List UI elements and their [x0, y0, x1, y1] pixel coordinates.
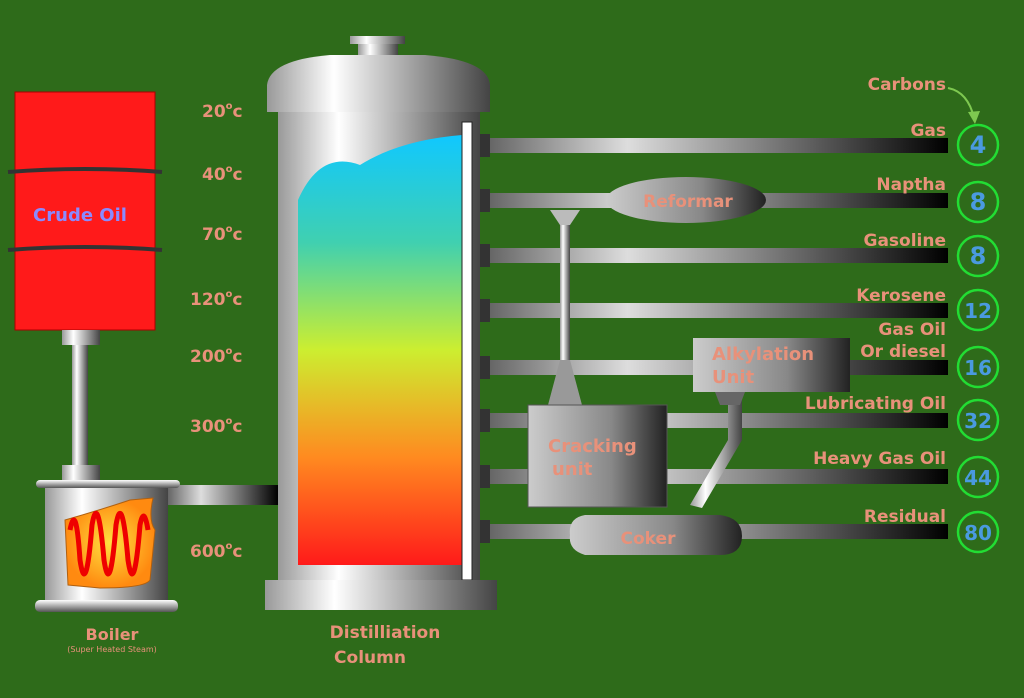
- carbon-count: 16: [964, 356, 992, 380]
- alkylation-label-2: Unit: [712, 367, 755, 388]
- boiler-subtitle: (Super Heated Steam): [67, 645, 157, 654]
- temperature-label: 40oc: [202, 164, 243, 185]
- column-label-line2: Column: [334, 648, 406, 668]
- carbon-count-circle: [956, 398, 1000, 442]
- temperature-label: 70oc: [202, 224, 243, 245]
- cracking-label-1: Cracking: [548, 436, 637, 457]
- temperature-label: 300oc: [190, 416, 242, 437]
- carbons-label: Carbons: [868, 75, 946, 95]
- distillation-column: [265, 36, 497, 610]
- carbon-count-circle: [956, 510, 1000, 554]
- reformar-unit: [606, 177, 766, 223]
- alkylation-label-1: Alkylation: [712, 344, 814, 365]
- carbon-count: 80: [964, 521, 992, 545]
- carbon-count-circle: [956, 180, 1000, 224]
- cracking-unit: [527, 404, 668, 508]
- product-label: Kerosene: [856, 286, 946, 306]
- temperature-label: 200oc: [190, 346, 242, 367]
- outlet-pipe: [490, 248, 948, 263]
- carbon-count-circle: [956, 123, 1000, 167]
- carbon-count: 12: [964, 299, 992, 323]
- coker-label: Coker: [621, 529, 677, 549]
- carbon-count: 8: [970, 188, 987, 216]
- crude-oil-tank: Crude Oil: [7, 91, 163, 331]
- carbon-count-circle: [956, 345, 1000, 389]
- column-label-line1: Distilliation: [330, 623, 441, 643]
- carbon-count: 44: [964, 466, 992, 490]
- product-label: Naptha: [876, 175, 946, 195]
- coker-unit: [569, 515, 742, 555]
- boiler-label: Boiler: [86, 625, 139, 644]
- product-label: Gas: [910, 121, 946, 141]
- product-label: Lubricating Oil: [805, 394, 946, 414]
- boiler: [35, 480, 278, 612]
- temperature-label: 600oc: [190, 541, 242, 562]
- product-label: Heavy Gas Oil: [813, 449, 946, 469]
- temperature-label: 20oc: [202, 101, 243, 122]
- outlet-pipe: [490, 303, 948, 318]
- carbon-count-circle: [956, 288, 1000, 332]
- alkylation-unit: [693, 338, 850, 392]
- carbon-count: 32: [964, 409, 992, 433]
- crude-oil-label: Crude Oil: [33, 205, 127, 226]
- product-label: Gasoline: [863, 231, 946, 251]
- reformar-label: Reformar: [643, 192, 733, 212]
- carbon-count: 8: [970, 242, 987, 270]
- carbon-count-circle: [956, 455, 1000, 499]
- temperature-label: 120oc: [190, 289, 242, 310]
- product-label: Residual: [864, 507, 946, 527]
- carbon-count-circle: [956, 234, 1000, 278]
- product-label: Gas Oil: [878, 320, 946, 340]
- outlet-pipe: [490, 138, 948, 153]
- carbon-count: 4: [970, 131, 987, 159]
- cracking-label-2: unit: [552, 459, 593, 480]
- product-label-line2: Or diesel: [860, 342, 946, 362]
